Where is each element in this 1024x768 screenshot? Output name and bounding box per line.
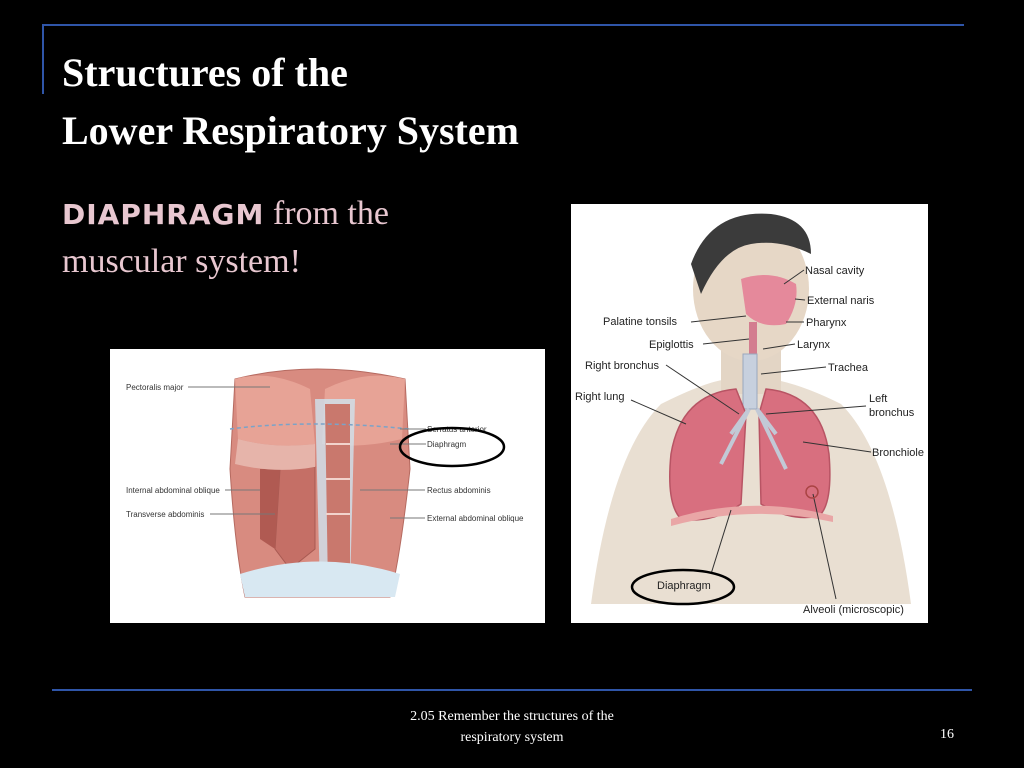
- diaphragm-highlight-circle: [398, 426, 506, 468]
- label-diaphragm-muscle: Diaphragm: [427, 440, 466, 449]
- subtitle-keyword: Diaphragm: [62, 198, 265, 231]
- diaphragm-highlight-circle-resp: [630, 568, 736, 606]
- slide-title: Structures of the Lower Respiratory Syst…: [62, 44, 519, 160]
- page-number: 16: [940, 727, 954, 742]
- label-epiglottis: Epiglottis: [649, 339, 694, 351]
- label-palatine-tonsils: Palatine tonsils: [603, 316, 677, 328]
- label-pharynx: Pharynx: [806, 317, 847, 329]
- label-pectoralis-major: Pectoralis major: [126, 383, 184, 392]
- label-transverse-abdominis: Transverse abdominis: [126, 510, 204, 519]
- label-external-naris: External naris: [807, 295, 875, 307]
- footer-line-1: 2.05 Remember the structures of the: [410, 709, 614, 724]
- label-right-bronchus: Right bronchus: [585, 360, 659, 372]
- label-diaphragm-resp: Diaphragm: [657, 580, 711, 592]
- label-left-bronchus-1: Left: [869, 393, 887, 405]
- label-right-lung: Right lung: [575, 391, 625, 403]
- label-external-oblique: External abdominal oblique: [427, 514, 524, 523]
- top-divider-line: [42, 24, 964, 26]
- label-serratus-anterior: Serratus anterior: [427, 425, 487, 434]
- label-left-bronchus-2: bronchus: [869, 407, 915, 419]
- title-line-2: Lower Respiratory System: [62, 108, 519, 153]
- label-rectus-abdominis: Rectus abdominis: [427, 486, 491, 495]
- label-alveoli: Alveoli (microscopic): [803, 604, 904, 616]
- respiratory-system-figure: Nasal cavity External naris Palatine ton…: [571, 204, 928, 623]
- label-internal-oblique: Internal abdominal oblique: [126, 486, 220, 495]
- title-line-1: Structures of the: [62, 50, 348, 95]
- bottom-divider-line: [52, 689, 972, 691]
- respiratory-system-illustration: Nasal cavity External naris Palatine ton…: [575, 213, 924, 616]
- label-trachea: Trachea: [828, 362, 869, 374]
- label-nasal-cavity: Nasal cavity: [805, 265, 865, 277]
- abdominal-muscles-illustration: Pectoralis major Serratus anterior Diaph…: [126, 368, 524, 598]
- subtitle: Diaphragm from the muscular system!: [62, 190, 482, 285]
- title-accent-bar: [42, 24, 44, 94]
- label-larynx: Larynx: [797, 339, 831, 351]
- subtitle-rest-2: muscular system!: [62, 243, 301, 280]
- label-bronchiole: Bronchiole: [872, 447, 924, 459]
- footer-line-2: respiratory system: [460, 730, 564, 745]
- subtitle-rest-1: from the: [264, 195, 390, 232]
- footer-text: 2.05 Remember the structures of the resp…: [362, 706, 662, 748]
- abdominal-muscles-figure: Pectoralis major Serratus anterior Diaph…: [110, 349, 545, 623]
